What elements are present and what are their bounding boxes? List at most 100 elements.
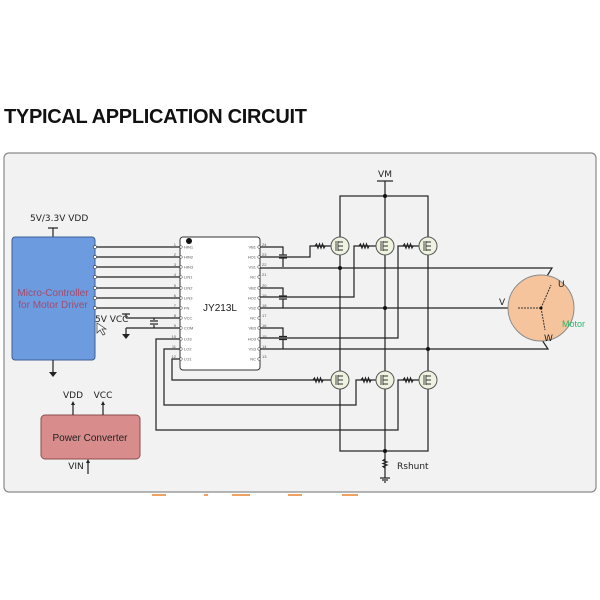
phase-w-label: W <box>544 334 553 344</box>
ic-pin-number: 17 <box>262 313 267 318</box>
low-side-gate-line <box>163 348 376 406</box>
bootstrap-capacitor-icon <box>260 246 287 267</box>
ic-pin-right: VS3 <box>248 347 256 352</box>
ic-pin-number: 14 <box>262 344 267 349</box>
ic-pin-number: 22 <box>262 262 267 267</box>
gate-resistor-icon <box>402 376 414 384</box>
ic-pin-right: HO3 <box>248 337 257 342</box>
ic-pin-left: VCC <box>184 316 193 321</box>
ic-pin-number: 5 <box>174 283 177 288</box>
ic-pin-number: 3 <box>174 262 177 267</box>
ic-pin-number: 20 <box>262 283 267 288</box>
pin-dot-icon <box>93 245 97 249</box>
gate-resistor-icon <box>360 376 372 384</box>
ic-pin-number: 13 <box>262 354 267 359</box>
vm-label: VM <box>378 170 392 180</box>
ic-pin-right: VB3 <box>248 326 256 331</box>
ic-pin-left: LO2 <box>184 347 192 352</box>
pin1-marker-icon <box>186 238 192 244</box>
ic-pin-number: 6 <box>174 293 177 298</box>
section-heading: TYPICAL APPLICATION CIRCUIT <box>4 106 307 128</box>
diagram-panel <box>3 152 597 493</box>
motor-label: Motor <box>562 319 585 329</box>
junction-dot <box>426 347 430 351</box>
ic-pin-number: 24 <box>262 242 267 247</box>
ic-pin-number: 4 <box>174 272 177 277</box>
pin-dot-icon <box>93 286 97 290</box>
power-converter-block: Power Converter VDD VCC VIN <box>40 391 141 474</box>
low-side-gate-line <box>155 338 419 431</box>
vdd-label: 5V/3.3V VDD <box>30 214 88 224</box>
ic-pin-left: FN <box>184 306 189 311</box>
mosfet-icon <box>330 370 350 390</box>
micro-controller-block: 5V/3.3V VDD Micro-Controller for Motor D… <box>11 214 96 377</box>
bootstrap-capacitor-icon <box>260 287 287 308</box>
ic-pin-number: 12 <box>172 354 177 359</box>
bootstrap-capacitor-icon <box>260 327 287 349</box>
ic-pin-right: VB2 <box>248 286 256 291</box>
ic-pin-left: LIN3 <box>184 296 193 301</box>
mcu-signal-lines <box>93 245 180 310</box>
rshunt-label: Rshunt <box>397 462 429 472</box>
arrow-up-icon <box>101 401 105 405</box>
winding-w-icon <box>540 307 546 331</box>
ic-pin-right: VS1 <box>248 265 256 270</box>
ic-pin-number: 16 <box>262 323 267 328</box>
cropped-fragments <box>152 494 358 496</box>
driver-ic: JY213L HIN11HIN22HIN33LIN14LIN25LIN36FN7… <box>172 236 267 371</box>
low-side-gate-line <box>171 358 331 381</box>
mouse-cursor-icon <box>96 322 108 336</box>
ic-pin-number: 8 <box>174 313 177 318</box>
ic-pin-number: 7 <box>174 303 177 308</box>
vcc-capacitor-icon <box>150 318 158 328</box>
pin-dot-icon <box>93 275 97 279</box>
mcu-label-line1: Micro-Controller <box>17 288 89 299</box>
ic-name: JY213L <box>203 303 237 314</box>
vdd-output-label: VDD <box>63 391 83 401</box>
ground-icon <box>122 334 130 339</box>
ic-pin-right: HO2 <box>248 296 257 301</box>
gate-resistor-icon <box>358 242 370 250</box>
ground-icon <box>380 477 390 483</box>
ic-pin-number: 15 <box>262 334 267 339</box>
vin-label: VIN <box>68 462 84 472</box>
junction-dot <box>383 194 387 198</box>
ic-pin-number: 19 <box>262 293 267 298</box>
ic-pin-left: LIN2 <box>184 286 193 291</box>
mosfet-icon <box>418 370 438 390</box>
ic-pin-number: 23 <box>262 252 267 257</box>
ic-pin-number: 11 <box>172 344 177 349</box>
ic-pin-right: NC <box>250 357 256 362</box>
ic-pin-right: VB1 <box>248 245 256 250</box>
ic-pin-left: LO1 <box>184 357 192 362</box>
ic-pin-left: LO3 <box>184 337 192 342</box>
pin-dot-icon <box>93 265 97 269</box>
ic-pin-right: HO1 <box>248 255 257 260</box>
phase-u-label: U <box>558 280 565 290</box>
junction-dot <box>383 449 387 453</box>
junction-dot <box>338 266 342 270</box>
motor: U V W Motor <box>499 274 585 344</box>
ic-pin-number: 2 <box>174 252 177 257</box>
high-side-gate-line <box>260 245 376 298</box>
ic-pin-right: VS2 <box>248 306 256 311</box>
mosfet-icon <box>375 236 395 256</box>
gate-resistor-icon <box>314 242 326 250</box>
junction-dot <box>383 306 387 310</box>
pin-dot-icon <box>93 306 97 310</box>
ic-pin-number: 21 <box>262 272 267 277</box>
gate-resistor-icon <box>402 242 414 250</box>
pin-dot-icon <box>93 296 97 300</box>
mcu-label-line2: for Motor Driver <box>18 300 88 311</box>
ic-pin-left: HIN3 <box>184 265 194 270</box>
ic-pin-number: 10 <box>172 334 177 339</box>
gate-resistor-icon <box>312 376 324 384</box>
ground-icon <box>49 372 57 377</box>
phase-v-label: V <box>499 298 506 308</box>
ic-pin-left: LIN1 <box>184 275 193 280</box>
ic-pin-number: 18 <box>262 303 267 308</box>
ic-pin-right: NC <box>250 275 256 280</box>
ic-pin-number: 9 <box>174 323 177 328</box>
ic-pin-right: NC <box>250 316 256 321</box>
